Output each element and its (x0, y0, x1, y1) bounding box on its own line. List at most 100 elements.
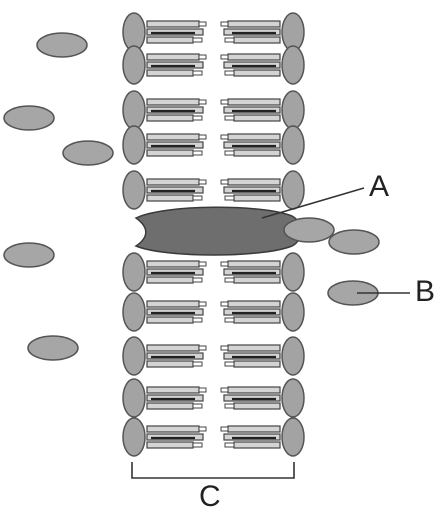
fatty-acid-tail (233, 69, 281, 77)
phospholipid-tails-right (220, 98, 281, 122)
tail-end (192, 403, 203, 409)
fatty-acid-tail (233, 402, 281, 410)
phospholipid-head (122, 336, 146, 376)
tail-end (224, 277, 235, 283)
phospholipid-tails-right (220, 53, 281, 77)
phospholipid-head (122, 292, 146, 332)
tail-end (192, 70, 203, 76)
tail-end (220, 179, 229, 185)
phospholipid-head (122, 90, 146, 130)
phospholipid-tails-right (220, 344, 281, 368)
tail-end (198, 301, 207, 307)
fatty-acid-tail (233, 276, 281, 284)
fatty-acid-tail (227, 178, 281, 186)
phospholipid-tails-left (146, 344, 207, 368)
tail-end (198, 99, 207, 105)
fatty-acid-tail (227, 425, 281, 433)
tail-end (224, 115, 235, 121)
phospholipid-head (122, 45, 146, 85)
phospholipid-head (281, 90, 305, 130)
phospholipid-head (122, 417, 146, 457)
phospholipid-tails-left (146, 386, 207, 410)
phospholipid-tails-left (146, 300, 207, 324)
phospholipid-head (281, 170, 305, 210)
tail-end (220, 426, 229, 432)
phospholipid-head (281, 125, 305, 165)
channel-protein (134, 206, 302, 256)
tail-end (220, 54, 229, 60)
tail-end (224, 195, 235, 201)
tail-end (198, 54, 207, 60)
phospholipid-tails-right (220, 178, 281, 202)
tail-end (192, 115, 203, 121)
phospholipid-tails-right (220, 300, 281, 324)
phospholipid-row (122, 125, 305, 165)
free-molecules (3, 32, 380, 361)
tail-end (198, 134, 207, 140)
phospholipid-head (281, 252, 305, 292)
fatty-acid-tail (146, 360, 194, 368)
fatty-acid-tail (233, 114, 281, 122)
fatty-acid-tail (146, 441, 194, 449)
fatty-acid-tail (233, 441, 281, 449)
tail-end (198, 345, 207, 351)
phospholipid-row (122, 45, 305, 85)
phospholipid-head (122, 378, 146, 418)
fatty-acid-tail (146, 114, 194, 122)
tail-end (192, 150, 203, 156)
fatty-acid-tail (146, 425, 200, 433)
tail-end (198, 21, 207, 27)
tail-end (220, 99, 229, 105)
fatty-acid-tail (233, 149, 281, 157)
solute-molecule (328, 229, 380, 255)
fatty-acid-tail (146, 316, 194, 324)
fatty-acid-tail (227, 386, 281, 394)
tail-end (224, 37, 235, 43)
tail-end (198, 179, 207, 185)
fatty-acid-tail (146, 69, 194, 77)
solute-molecule (62, 140, 114, 166)
bilayer-bracket (131, 462, 295, 479)
channel-protein-group (134, 206, 335, 256)
tail-end (220, 301, 229, 307)
phospholipid-head (122, 170, 146, 210)
phospholipid-row (122, 417, 305, 457)
tail-end (198, 426, 207, 432)
label-b: B (415, 275, 436, 308)
label-c: C (199, 480, 221, 513)
fatty-acid-tail (227, 260, 281, 268)
phospholipid-tails-left (146, 178, 207, 202)
fatty-acid-tail (146, 300, 200, 308)
phospholipid-row (122, 292, 305, 332)
fatty-acid-tail (233, 36, 281, 44)
fatty-acid-tail (227, 344, 281, 352)
tail-end (220, 21, 229, 27)
fatty-acid-tail (227, 98, 281, 106)
phospholipid-tails-left (146, 98, 207, 122)
label-a: A (369, 170, 390, 203)
tail-end (224, 70, 235, 76)
phospholipid-bilayer (122, 12, 305, 457)
fatty-acid-tail (146, 386, 200, 394)
fatty-acid-tail (227, 53, 281, 61)
fatty-acid-tail (233, 360, 281, 368)
phospholipid-row (122, 378, 305, 418)
fatty-acid-tail (146, 36, 194, 44)
solute-molecule (36, 32, 88, 58)
phospholipid-head (281, 378, 305, 418)
tail-end (224, 361, 235, 367)
fatty-acid-tail (227, 300, 281, 308)
phospholipid-tails-right (220, 20, 281, 44)
phospholipid-head (281, 336, 305, 376)
fatty-acid-tail (146, 194, 194, 202)
tail-end (224, 150, 235, 156)
tail-end (224, 317, 235, 323)
tail-end (198, 387, 207, 393)
fatty-acid-tail (146, 402, 194, 410)
solute-molecule-in-channel (283, 217, 335, 243)
fatty-acid-tail (227, 133, 281, 141)
phospholipid-head (122, 125, 146, 165)
phospholipid-head (281, 417, 305, 457)
leader-line-a (261, 187, 365, 219)
